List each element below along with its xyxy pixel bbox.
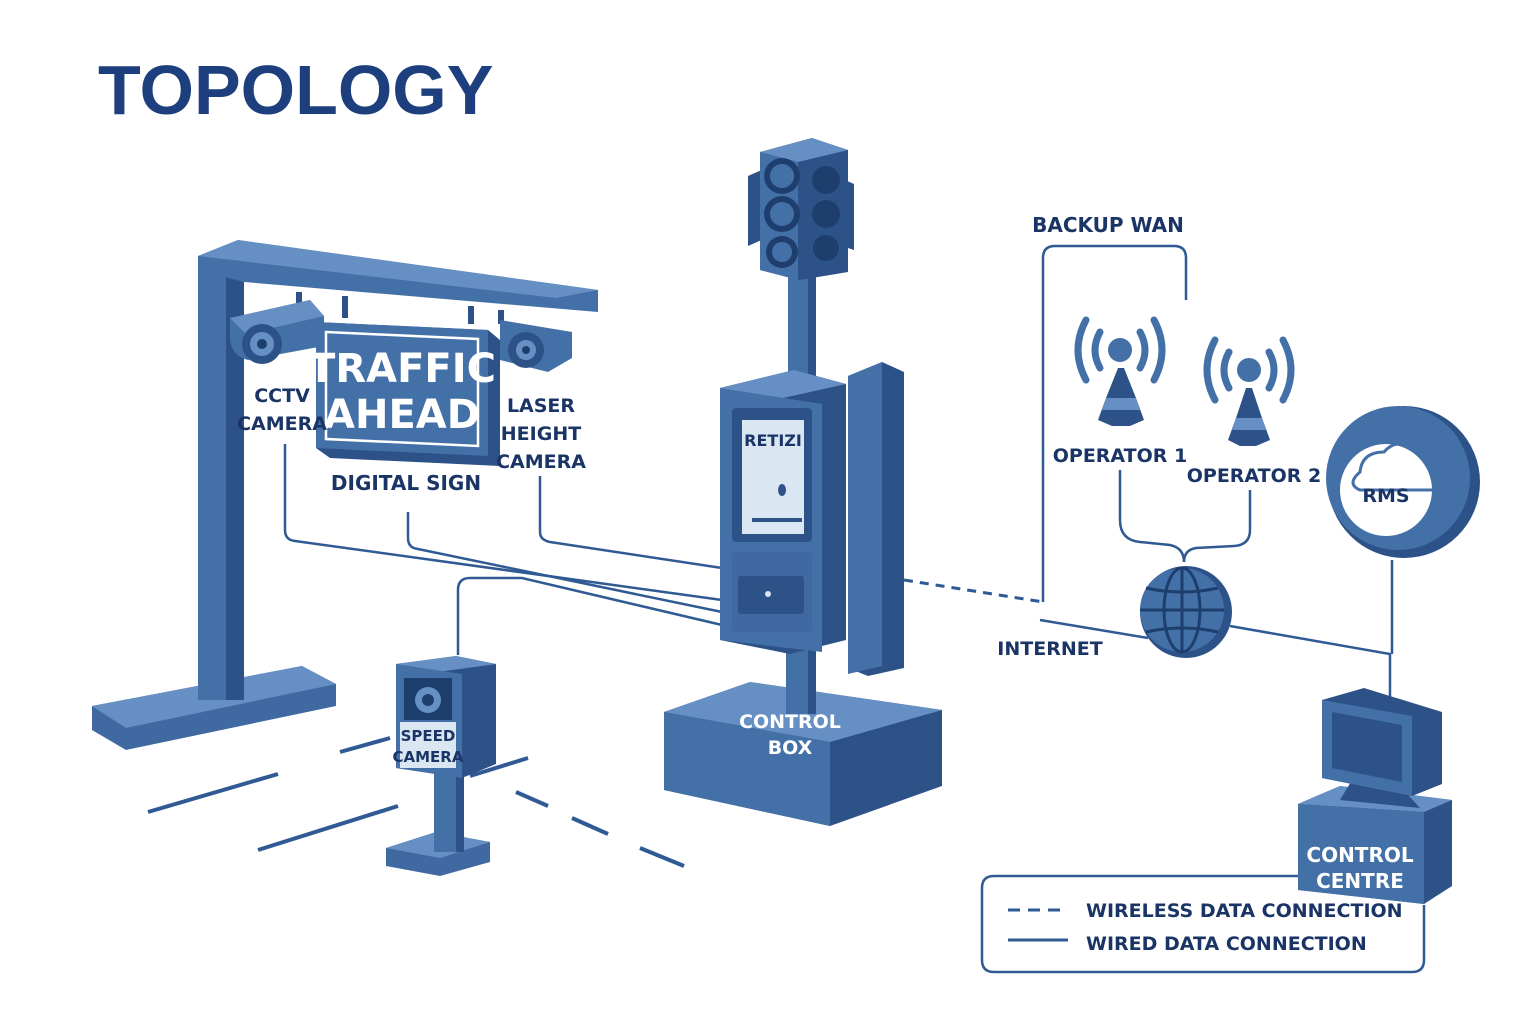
- cctv-label-line-1: CCTV: [254, 385, 310, 407]
- operator-2-tower-icon: [1203, 336, 1295, 446]
- gantry: [92, 240, 598, 750]
- control-box-label-line-1: CONTROL: [739, 711, 841, 733]
- page-title: TOPOLOGY: [98, 51, 493, 129]
- sign-line-2: AHEAD: [324, 392, 480, 438]
- legend-wired-label: WIRED DATA CONNECTION: [1086, 933, 1367, 955]
- sign-line-1: TRAFFIC: [308, 346, 496, 392]
- digital-sign: TRAFFIC AHEAD: [308, 322, 500, 466]
- speed-camera: SPEED CAMERA: [386, 656, 496, 876]
- speed-label-line-1: SPEED: [401, 727, 456, 745]
- control-centre: CONTROL CENTRE: [1298, 688, 1452, 904]
- control-centre-label-line-2: CENTRE: [1316, 869, 1404, 893]
- road-markings: [147, 736, 685, 868]
- rms-cloud-icon: RMS: [1326, 406, 1480, 558]
- rms-label: RMS: [1362, 485, 1409, 507]
- wireless-connection-line: [903, 578, 1044, 604]
- wired-connections: [283, 244, 1426, 974]
- cabinet-brand-label: RETIZI: [744, 431, 802, 450]
- operator-1-label: OPERATOR 1: [1053, 445, 1188, 467]
- laser-label-line-2: HEIGHT: [501, 423, 581, 445]
- control-cabinet: RETIZI: [720, 362, 904, 676]
- internet-label: INTERNET: [997, 638, 1102, 660]
- backup-wan-label: BACKUP WAN: [1032, 213, 1184, 237]
- laser-label-line-1: LASER: [507, 395, 575, 417]
- control-centre-label-line-1: CONTROL: [1306, 843, 1413, 867]
- cabinet-screen: [742, 420, 804, 534]
- cctv-label-line-2: CAMERA: [237, 413, 327, 435]
- internet-globe-icon: [1140, 566, 1232, 658]
- legend: WIRELESS DATA CONNECTION WIRED DATA CONN…: [1008, 900, 1403, 955]
- cctv-camera-icon: [230, 300, 324, 364]
- laser-height-camera-icon: [500, 320, 572, 372]
- operator-2-label: OPERATOR 2: [1187, 465, 1322, 487]
- speed-label-line-2: CAMERA: [393, 748, 464, 766]
- legend-wireless-label: WIRELESS DATA CONNECTION: [1086, 900, 1403, 922]
- digital-sign-label: DIGITAL SIGN: [331, 471, 481, 495]
- traffic-light: [748, 138, 854, 714]
- laser-label-line-3: CAMERA: [496, 451, 586, 473]
- control-box-label-line-2: BOX: [768, 737, 813, 759]
- operator-1-tower-icon: [1074, 316, 1166, 426]
